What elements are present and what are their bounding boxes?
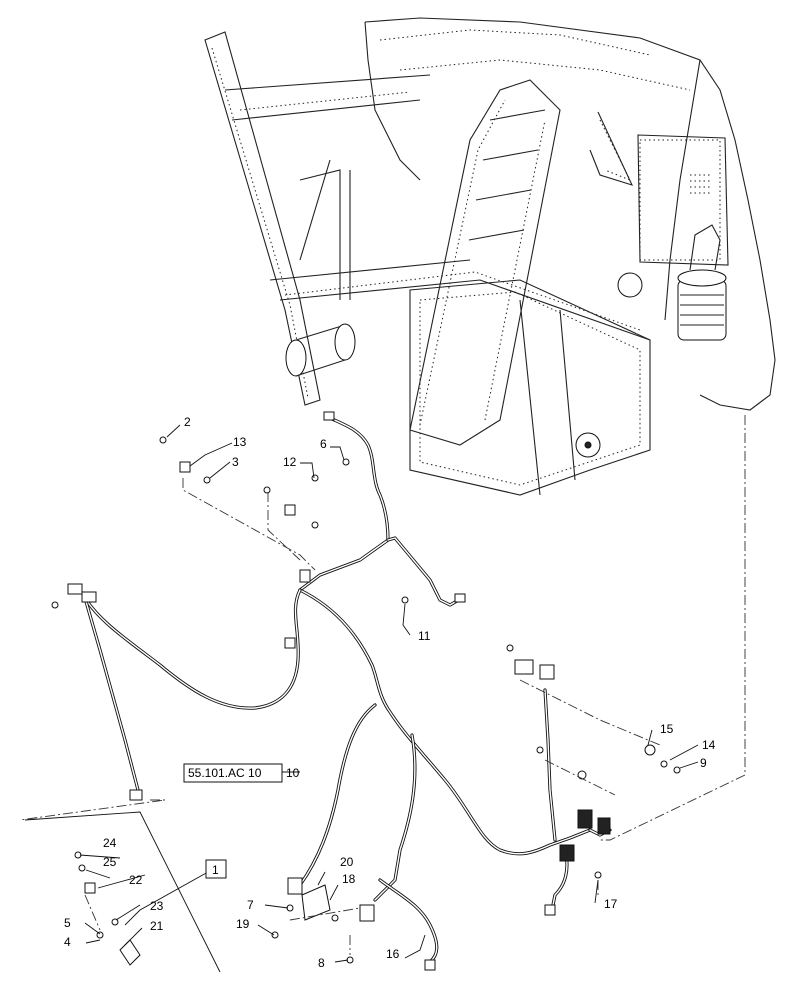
callout-23: 23 xyxy=(150,899,164,913)
callout-17: 17 xyxy=(604,897,618,911)
callout-24: 24 xyxy=(103,836,117,850)
kit-bracket xyxy=(24,811,221,973)
callout-1-box xyxy=(205,859,227,879)
callout-22: 22 xyxy=(129,873,143,887)
callout-15: 15 xyxy=(660,722,674,736)
reference-box[interactable] xyxy=(183,763,283,783)
callout-20: 20 xyxy=(340,855,354,869)
callout-18: 18 xyxy=(342,872,356,886)
callout-10: 10 xyxy=(286,766,300,780)
callout-6: 6 xyxy=(320,437,327,451)
alignment-lines xyxy=(19,415,746,955)
callout-8: 8 xyxy=(318,956,325,970)
callout-16: 16 xyxy=(386,947,400,961)
callout-labels: 2 13 3 12 6 11 15 14 9 10 20 18 7 19 8 1… xyxy=(64,415,716,970)
callout-7: 7 xyxy=(247,898,254,912)
harness-connectors xyxy=(67,411,611,971)
callout-13: 13 xyxy=(233,435,247,449)
main-wire-harness xyxy=(83,416,612,964)
callout-5: 5 xyxy=(64,916,71,930)
callout-9: 9 xyxy=(700,756,707,770)
callout-3: 3 xyxy=(232,455,239,469)
callout-12: 12 xyxy=(283,455,297,469)
leader-lines xyxy=(79,424,699,963)
callout-14: 14 xyxy=(702,738,716,752)
reference-label: 55.101.AC 10 xyxy=(188,766,262,780)
machine-body xyxy=(204,17,776,496)
callout-2: 2 xyxy=(184,415,191,429)
callout-11: 11 xyxy=(418,629,431,643)
reference-link[interactable]: 55.101.AC 10 xyxy=(183,763,283,783)
callout-19: 19 xyxy=(236,917,250,931)
callout-21: 21 xyxy=(150,919,164,933)
callout-25: 25 xyxy=(103,855,117,869)
callout-4: 4 xyxy=(64,935,71,949)
hardware-parts xyxy=(51,436,681,964)
callout-1: 1 xyxy=(212,863,219,877)
